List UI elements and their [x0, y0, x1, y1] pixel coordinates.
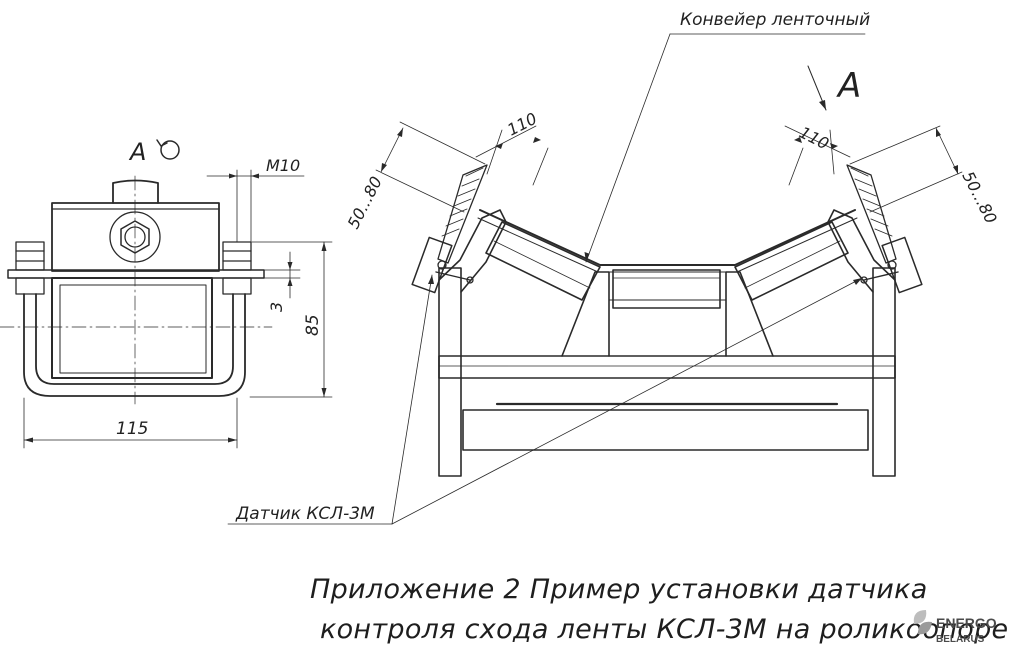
dim-m10: M10: [266, 156, 300, 175]
dim-85: 85: [303, 314, 323, 336]
dim-110-right: 110: [796, 123, 832, 154]
logo-line-1: ENERGO: [936, 615, 997, 631]
dim-110-left: 110: [504, 109, 540, 140]
right-sensor: [846, 164, 923, 294]
view-a-title: A: [128, 138, 146, 166]
energobelarus-logo: ENERGO BELARUS: [913, 610, 997, 645]
sensor-label: Датчик КСЛ-3М: [235, 504, 375, 524]
left-sensor: [411, 164, 488, 294]
view-a-arrow-label: A: [836, 66, 861, 106]
side-view-a: [0, 139, 333, 449]
dim-115: 115: [116, 419, 148, 439]
leaf-icon: [913, 610, 932, 635]
conveyor-label: Конвейер ленточный: [680, 10, 870, 30]
logo-line-2: BELARUS: [936, 634, 985, 645]
conveyor-front-view: [227, 33, 963, 525]
dim-3: 3: [267, 302, 286, 312]
dim-50-80-left: 50...80: [344, 173, 386, 232]
caption-line-2: контроля схода ленты КСЛ-3М на роликоопо…: [320, 614, 1008, 645]
caption-line-1: Приложение 2 Пример установки датчика: [310, 574, 928, 605]
dim-50-80-right: 50...80: [958, 168, 1000, 227]
